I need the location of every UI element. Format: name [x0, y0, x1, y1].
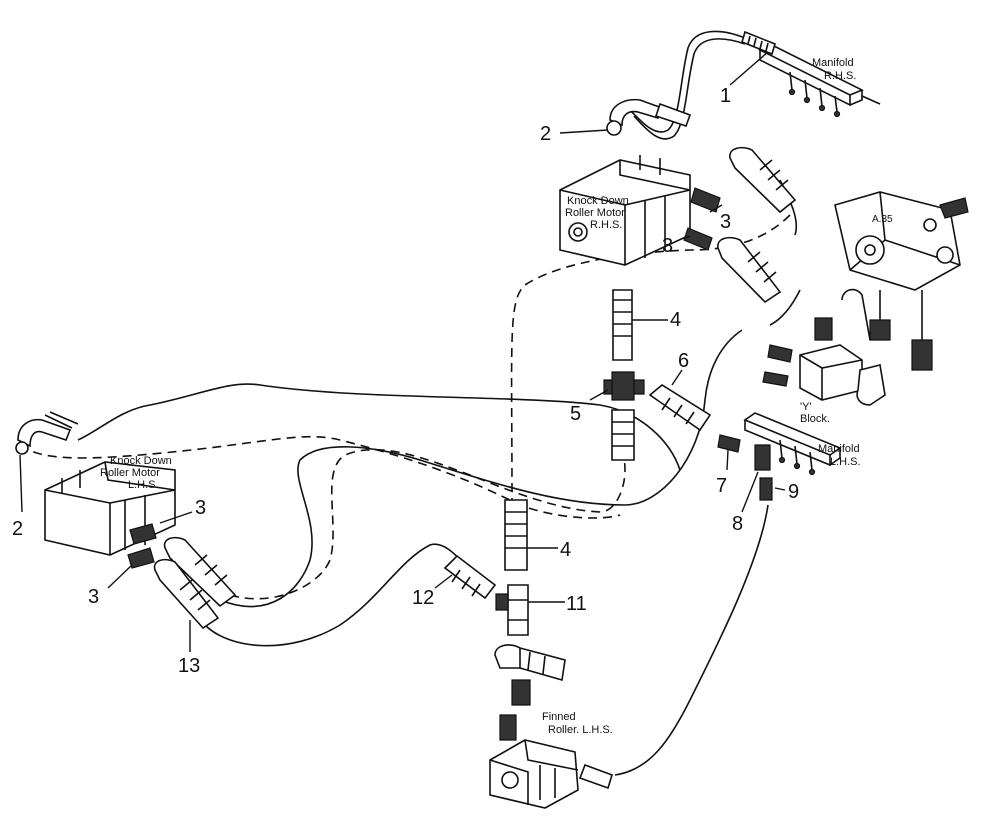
fitting-3-lhs-b [127, 547, 155, 569]
y-block: 'Y' Block. [762, 288, 886, 425]
hose-lower-13 [204, 543, 471, 647]
finned-roller-label-2: Roller. L.H.S. [548, 724, 613, 736]
callout-5: 5 [570, 403, 581, 425]
callout-6: 6 [678, 350, 689, 372]
elbow-fitting-left [15, 411, 79, 455]
hose-manifold-rhs [629, 30, 746, 133]
manifold-rhs-label-2: R.H.S. [824, 70, 856, 82]
motor-lhs-label-2: Roller Motor [100, 467, 160, 479]
manifold-rhs: Manifold R.H.S. [741, 30, 881, 118]
callout-9: 9 [788, 481, 799, 503]
manifold-rhs-outlets [788, 71, 841, 118]
motor-rhs-label-3: R.H.S. [590, 219, 622, 231]
callout-12: 12 [412, 587, 434, 609]
callout-2-left: 2 [12, 518, 23, 540]
manifold-rhs-label-1: Manifold [812, 57, 854, 69]
fitting-7 [717, 434, 741, 453]
roller-motor-lhs: Knock Down Roller Motor L.H.S. [44, 455, 176, 569]
fitting-8 [754, 444, 771, 471]
callouts: 1 2 3 3 4 5 6 7 8 9 4 11 12 2 3 3 13 [12, 51, 799, 677]
fitting-3-rhs-a [690, 187, 721, 213]
control-valve: A.35 [834, 191, 969, 371]
fitting-3-rhs-b [683, 227, 713, 251]
hose-end-1 [741, 30, 776, 56]
hose-manifold-rhs-inner [633, 38, 746, 140]
roller-motor-rhs: Knock Down Roller Motor R.H.S. [559, 155, 721, 266]
callout-7: 7 [716, 475, 727, 497]
motor-lhs-label-3: L.H.S. [128, 479, 159, 491]
fitting-4-lower [504, 499, 528, 571]
callout-8: 8 [732, 513, 743, 535]
manifold-lhs-label-2: L.H.S. [830, 456, 861, 468]
motor-rhs-label-2: Roller Motor [565, 207, 625, 219]
fitting-3-lhs-a [129, 523, 157, 545]
callout-3-left-b: 3 [88, 586, 99, 608]
finned-roller-motor: Finned Roller. L.H.S. [489, 644, 613, 809]
motor-rhs-label-1: Knock Down [567, 195, 629, 207]
callout-11: 11 [566, 593, 587, 615]
hose-finned-roller [614, 504, 769, 776]
callout-3-top-b: 3 [662, 235, 673, 257]
fitting-9 [759, 477, 773, 501]
elbow-fitting-top [606, 98, 692, 136]
motor-lhs-label-1: Knock Down [110, 455, 172, 467]
manifold-lhs-label-1: Manifold [818, 443, 860, 455]
dashed-line-upper [510, 214, 791, 501]
callout-4-lower: 4 [560, 539, 571, 561]
fitting-6 [648, 384, 712, 432]
fitting-lower-tee [611, 409, 635, 461]
y-block-label-2: Block. [800, 413, 830, 425]
valve-mark: A.35 [872, 214, 893, 225]
fitting-12 [443, 554, 497, 600]
callout-4-upper: 4 [670, 309, 681, 331]
y-block-label-1: 'Y' [800, 401, 812, 413]
hose-yblock [769, 289, 801, 326]
fitting-4-upper [612, 289, 633, 361]
callout-1: 1 [720, 85, 731, 107]
callout-2-top: 2 [540, 123, 551, 145]
dashed-line-middle [19, 435, 621, 519]
hose-fittings-lhs [153, 536, 237, 630]
hose-loop-left [219, 329, 743, 608]
dashed-line-inner [229, 429, 626, 600]
manifold-lhs: Manifold L.H.S. [717, 412, 861, 501]
tee-fitting-5 [603, 371, 645, 401]
callout-3-top-a: 3 [720, 211, 731, 233]
callout-3-left-a: 3 [195, 497, 206, 519]
finned-roller-label-1: Finned [542, 711, 576, 723]
tee-fitting-11 [495, 584, 529, 636]
hose-fittings-rhs [717, 146, 797, 304]
callout-13: 13 [178, 655, 200, 677]
